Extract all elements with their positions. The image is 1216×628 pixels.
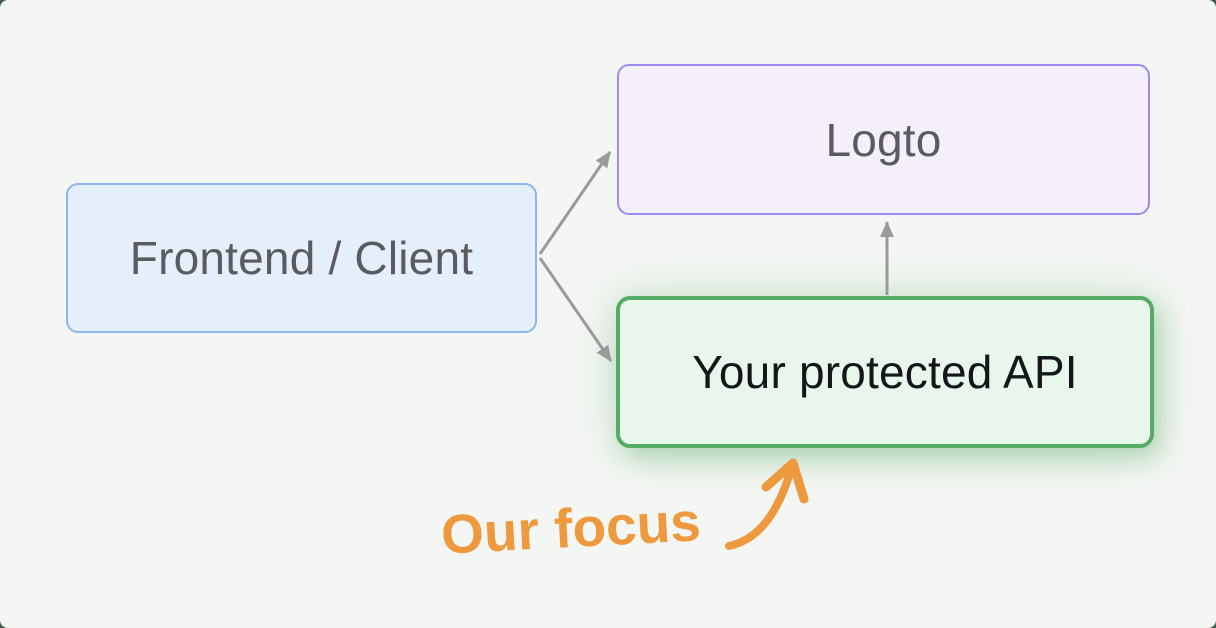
node-protected-api-label: Your protected API [692,346,1078,398]
node-protected-api: Your protected API [616,296,1154,448]
node-frontend-client-label: Frontend / Client [129,232,474,284]
focus-callout-arrow-shaft-icon [725,469,794,550]
node-frontend-client: Frontend / Client [66,183,537,333]
arrow-frontend-to-logto-icon [538,151,612,255]
focus-callout-arrow-head-icon [761,458,809,504]
arrow-frontend-to-api-icon [538,257,613,362]
node-logto-label: Logto [825,113,942,166]
node-logto: Logto [617,64,1150,215]
focus-annotation-label: Our focus [439,490,703,566]
